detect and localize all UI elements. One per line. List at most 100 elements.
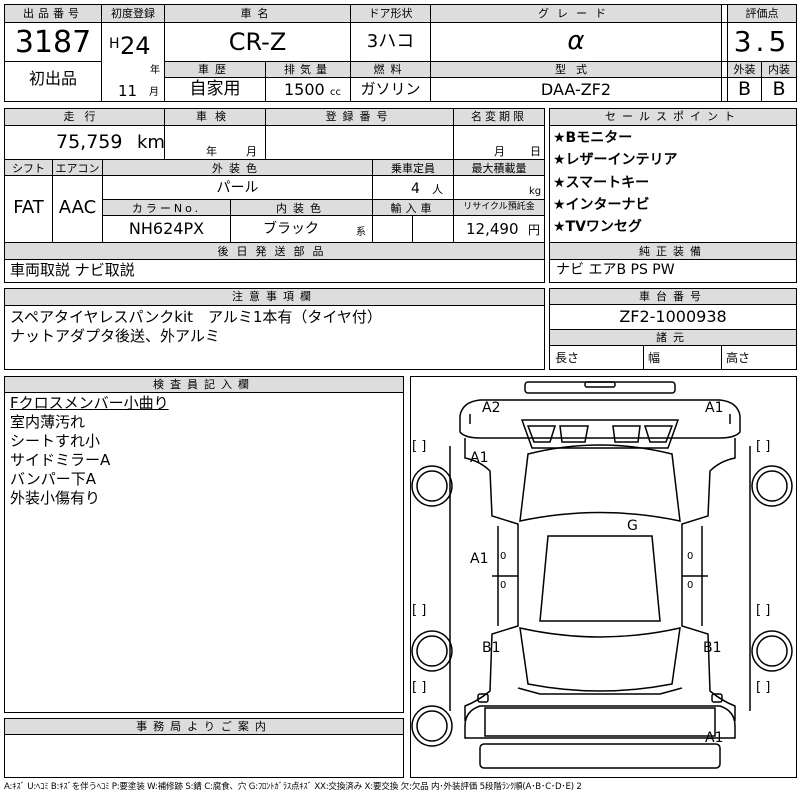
- damage-mark-left-rear: B1: [482, 640, 501, 656]
- capacity: 4: [411, 181, 420, 197]
- recycle: 12,490: [466, 220, 519, 238]
- shift-label: シフト: [12, 162, 45, 175]
- first-reg-label: 初度登録: [111, 7, 155, 20]
- insp-month-unit: 月: [246, 145, 257, 158]
- office-block: [4, 718, 404, 778]
- grade-label: グレード: [538, 7, 614, 20]
- score: 3.5: [733, 25, 791, 58]
- bracket-mark: [ ]: [412, 603, 427, 618]
- notes-line-2: ナットアダプタ後送、外アルミ: [10, 327, 220, 345]
- bracket-mark: [ ]: [412, 439, 427, 454]
- damage-mark-left-fender: A1: [470, 450, 489, 466]
- damage-mark-left-door: A1: [470, 551, 489, 567]
- inspector-block: [4, 376, 404, 713]
- interior-label: 内装: [768, 63, 790, 76]
- equip-label: 純正装備: [639, 245, 707, 258]
- lot-no: 3187: [14, 25, 92, 60]
- later-parts: 車両取説 ナビ取説: [10, 261, 135, 279]
- office-label: 事務局よりご案内: [136, 720, 272, 733]
- damage-mark-right-rear: B1: [703, 640, 722, 656]
- max-load-label: 最大積載量: [471, 162, 527, 175]
- sales-block: [549, 108, 797, 283]
- int-color: ブラック: [263, 221, 319, 237]
- sales-point-1: ★Bモニター: [553, 130, 633, 146]
- door-type: 3ハコ: [366, 31, 415, 52]
- chassis-number: ZF2-1000938: [619, 307, 727, 326]
- header-block: [4, 4, 797, 102]
- capacity-label: 乗車定員: [391, 162, 435, 175]
- bracket-mark: [ ]: [756, 603, 771, 618]
- legend: A:ｷｽﾞ U:ﾍｺﾐ B:ｷｽﾞを伴うﾍｺﾐ P:要塗装 W:補修跡 S:錆 …: [4, 782, 582, 792]
- car-diagram: [411, 381, 793, 769]
- damage-mark-rear: A1: [705, 730, 724, 746]
- bracket-mark: [ ]: [412, 680, 427, 695]
- zero-mark: 0: [500, 551, 507, 562]
- car-diagram-box: [410, 376, 797, 778]
- zero-mark: 0: [500, 580, 507, 591]
- plate-label: 登録番号: [325, 110, 394, 123]
- exterior-score: B: [737, 78, 752, 100]
- later-parts-label: 後日発送部品: [217, 245, 332, 258]
- displacement-unit: cc: [330, 87, 341, 98]
- notes-block: [4, 288, 545, 370]
- ext-color-label: 外装色: [212, 162, 263, 175]
- reg-month: 11: [118, 82, 138, 100]
- recycle-unit: 円: [528, 223, 541, 237]
- ac: AAC: [58, 197, 97, 218]
- era: H: [109, 36, 120, 52]
- width-label: 幅: [648, 351, 661, 365]
- notes-label: 注意事項欄: [232, 290, 317, 303]
- interior-score: B: [772, 78, 786, 100]
- inspector-item: 外装小傷有り: [10, 489, 101, 507]
- inspector-item: シートすれ小: [10, 432, 101, 450]
- inspector-item: バンパー下A: [10, 470, 97, 488]
- height-label: 高さ: [726, 351, 751, 365]
- sales-label: セールスポイント: [605, 110, 741, 123]
- inspector-item: 室内薄汚れ: [10, 413, 86, 431]
- max-load-unit: kg: [529, 186, 542, 197]
- lot-no-label: 出品番号: [23, 7, 83, 20]
- mileage-label: 走行: [63, 110, 106, 123]
- damage-mark-front-right: A1: [705, 400, 724, 416]
- inspector-item: サイドミラーA: [10, 451, 111, 469]
- dims-label: 諸元: [656, 331, 690, 344]
- car-name: CR-Z: [228, 28, 287, 56]
- spec-block: [4, 108, 545, 283]
- notes-line-1: スペアタイヤレスパンクkit アルミ1本有（タイヤ付）: [10, 308, 382, 326]
- ext-color: パール: [216, 180, 259, 196]
- model-code: DAA-ZF2: [540, 80, 612, 99]
- inspector-label: 検査員記入欄: [153, 378, 255, 391]
- year-unit: 年: [150, 65, 160, 76]
- displacement-label: 排気量: [284, 63, 332, 76]
- score-label: 評価点: [745, 7, 779, 20]
- int-color-unit: 系: [356, 227, 366, 238]
- inspector-item: Fクロスメンバー小曲り: [10, 394, 169, 412]
- sales-point-2: ★レザーインテリア: [553, 152, 678, 168]
- chassis-label: 車台番号: [639, 290, 707, 303]
- damage-mark-front-left: A2: [482, 400, 501, 416]
- length-label: 長さ: [555, 351, 580, 365]
- history: 自家用: [189, 79, 241, 99]
- car-name-label: 車名: [240, 7, 275, 20]
- sales-point-4: ★インターナビ: [553, 197, 650, 213]
- name-change-label: 名変期限: [471, 110, 527, 123]
- mileage-unit: km: [137, 132, 165, 153]
- nc-day-unit: 日: [530, 145, 541, 158]
- month-unit: 月: [149, 87, 159, 98]
- capacity-unit: 人: [432, 183, 443, 196]
- door-label: ドア形状: [368, 7, 413, 20]
- zero-mark: 0: [687, 580, 694, 591]
- shuppin-label: 初出品: [28, 69, 77, 88]
- mileage: 75,759: [56, 131, 123, 153]
- fuel: ガソリン: [360, 80, 421, 98]
- ac-label: エアコン: [55, 162, 100, 175]
- grade: α: [567, 26, 585, 56]
- shift: FAT: [13, 197, 44, 218]
- displacement: 1500: [284, 80, 325, 99]
- model-label: 型式: [555, 63, 597, 76]
- exterior-label: 外装: [733, 63, 756, 76]
- bracket-mark: [ ]: [756, 680, 771, 695]
- import-label: 輸入車: [390, 202, 436, 215]
- nc-month-unit: 月: [494, 145, 505, 158]
- int-color-label: 内装色: [276, 202, 327, 215]
